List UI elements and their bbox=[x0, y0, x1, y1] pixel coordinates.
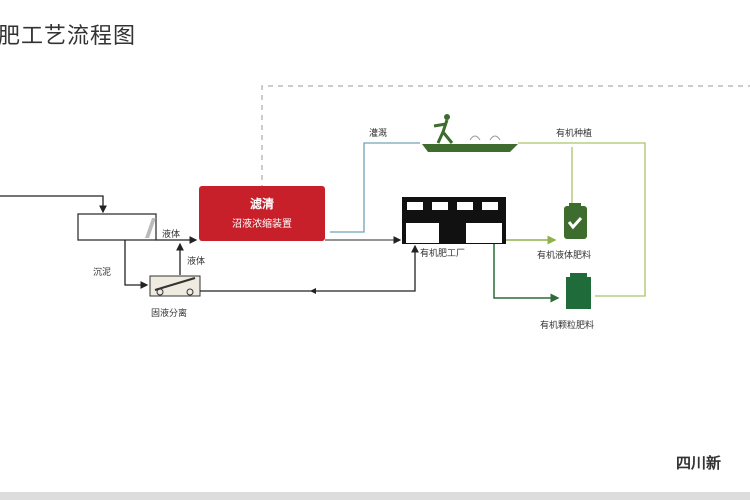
diagram-title: 肥工艺流程图 bbox=[0, 24, 137, 49]
liquid-fertilizer-label: 有机液体肥料 bbox=[537, 251, 592, 261]
factory-label: 有机肥工厂 bbox=[420, 249, 466, 259]
farmer-field-icon bbox=[422, 114, 518, 152]
liquid-fertilizer-icon bbox=[564, 203, 587, 239]
sludge-line bbox=[124, 240, 149, 289]
granular-fertilizer-label: 有机颗粒肥料 bbox=[540, 321, 595, 331]
solid-to-factory bbox=[200, 244, 419, 292]
organic-planting-label: 有机种植 bbox=[556, 129, 593, 139]
liquid-label-bottom: 液体 bbox=[187, 257, 206, 267]
granular-fertilizer-icon bbox=[566, 273, 591, 309]
brand-text: 四川新 bbox=[676, 454, 722, 472]
concentration-device: 滤清 沼液浓缩装置 bbox=[199, 186, 325, 241]
planting-loop bbox=[518, 142, 646, 297]
irrigation-line bbox=[330, 142, 420, 233]
filter-sub-label: 沼液浓缩装置 bbox=[232, 219, 292, 230]
settling-tank bbox=[77, 213, 157, 241]
filter-main-label: 滤清 bbox=[249, 197, 274, 211]
bottom-bar bbox=[0, 492, 750, 500]
irrigation-label: 灌溉 bbox=[369, 129, 388, 139]
inflow-line bbox=[0, 195, 107, 214]
factory-icon bbox=[402, 197, 506, 244]
liquid-label-top: 液体 bbox=[162, 230, 181, 240]
separation-label: 固液分离 bbox=[151, 309, 188, 319]
factory-to-granular bbox=[493, 244, 560, 303]
sludge-label: 沉泥 bbox=[93, 268, 112, 278]
separator-icon bbox=[149, 275, 201, 297]
